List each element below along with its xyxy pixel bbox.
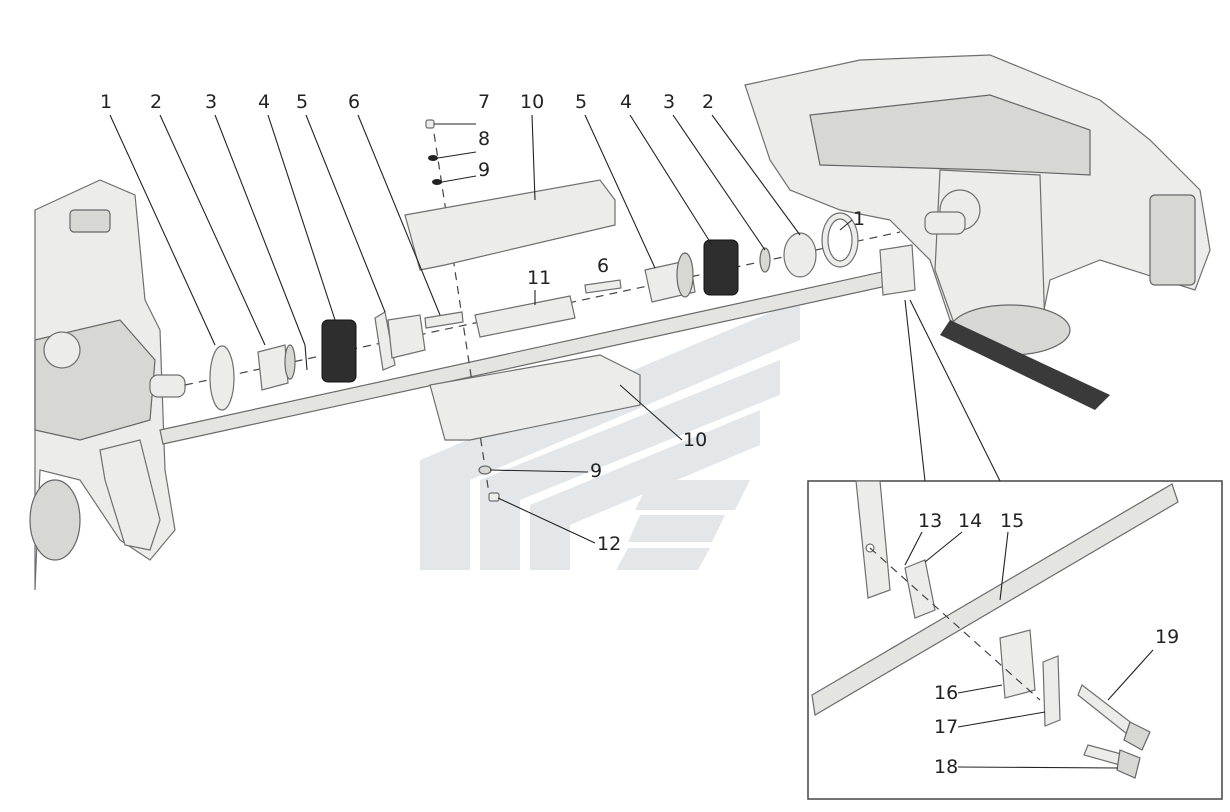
callout-label: 8: [478, 128, 490, 150]
left-cutter-housing: [29, 179, 186, 591]
callout-label: 10: [683, 429, 707, 451]
callout-label: 4: [620, 91, 632, 113]
watermark-logo: [420, 300, 800, 570]
right-parts-group: [644, 212, 916, 303]
right-cutter-housing: [744, 54, 1211, 410]
callout-label: 18: [934, 756, 958, 778]
top-callouts: 1 2 3 4 5 6 7 8 9 10 5 4 3 2: [100, 91, 801, 346]
callout-label: 5: [575, 91, 587, 113]
callout-label: 4: [258, 91, 270, 113]
callout-label: 3: [205, 91, 217, 113]
callout-label: 17: [934, 716, 958, 738]
inset-callouts: 13 14 15 16 17 18 19: [904, 510, 1179, 778]
callout-label: 7: [478, 91, 490, 113]
detail-inset: [807, 480, 1223, 800]
lower-cover: [429, 354, 641, 441]
callout-label: 13: [918, 510, 942, 532]
callout-label: 12: [597, 533, 621, 555]
left-sprocket-gear: [321, 319, 357, 383]
inset-connector-right: [909, 299, 1001, 482]
callout-label: 9: [590, 460, 602, 482]
callout-label: 14: [958, 510, 982, 532]
callout-label: 3: [663, 91, 675, 113]
callout-label: 19: [1155, 626, 1179, 648]
upper-cover: [404, 179, 616, 271]
callout-label: 6: [597, 255, 609, 277]
callout-label: 10: [520, 91, 544, 113]
left-parts-group: [209, 311, 464, 411]
callout-label: 1: [100, 91, 112, 113]
right-sprocket-gear: [703, 239, 739, 296]
callout-label: 2: [150, 91, 162, 113]
callout-label: 2: [702, 91, 714, 113]
main-callouts: 1 11 6 10 9 12: [489, 208, 865, 555]
middle-shaft-parts: [474, 279, 622, 338]
callout-label: 15: [1000, 510, 1024, 532]
callout-label: 11: [527, 267, 551, 289]
inset-connector-left: [904, 299, 926, 482]
callout-label: 16: [934, 682, 958, 704]
callout-label: 5: [296, 91, 308, 113]
callout-label: 9: [478, 159, 490, 181]
callout-label: 6: [348, 91, 360, 113]
callout-label: 1: [853, 208, 865, 230]
